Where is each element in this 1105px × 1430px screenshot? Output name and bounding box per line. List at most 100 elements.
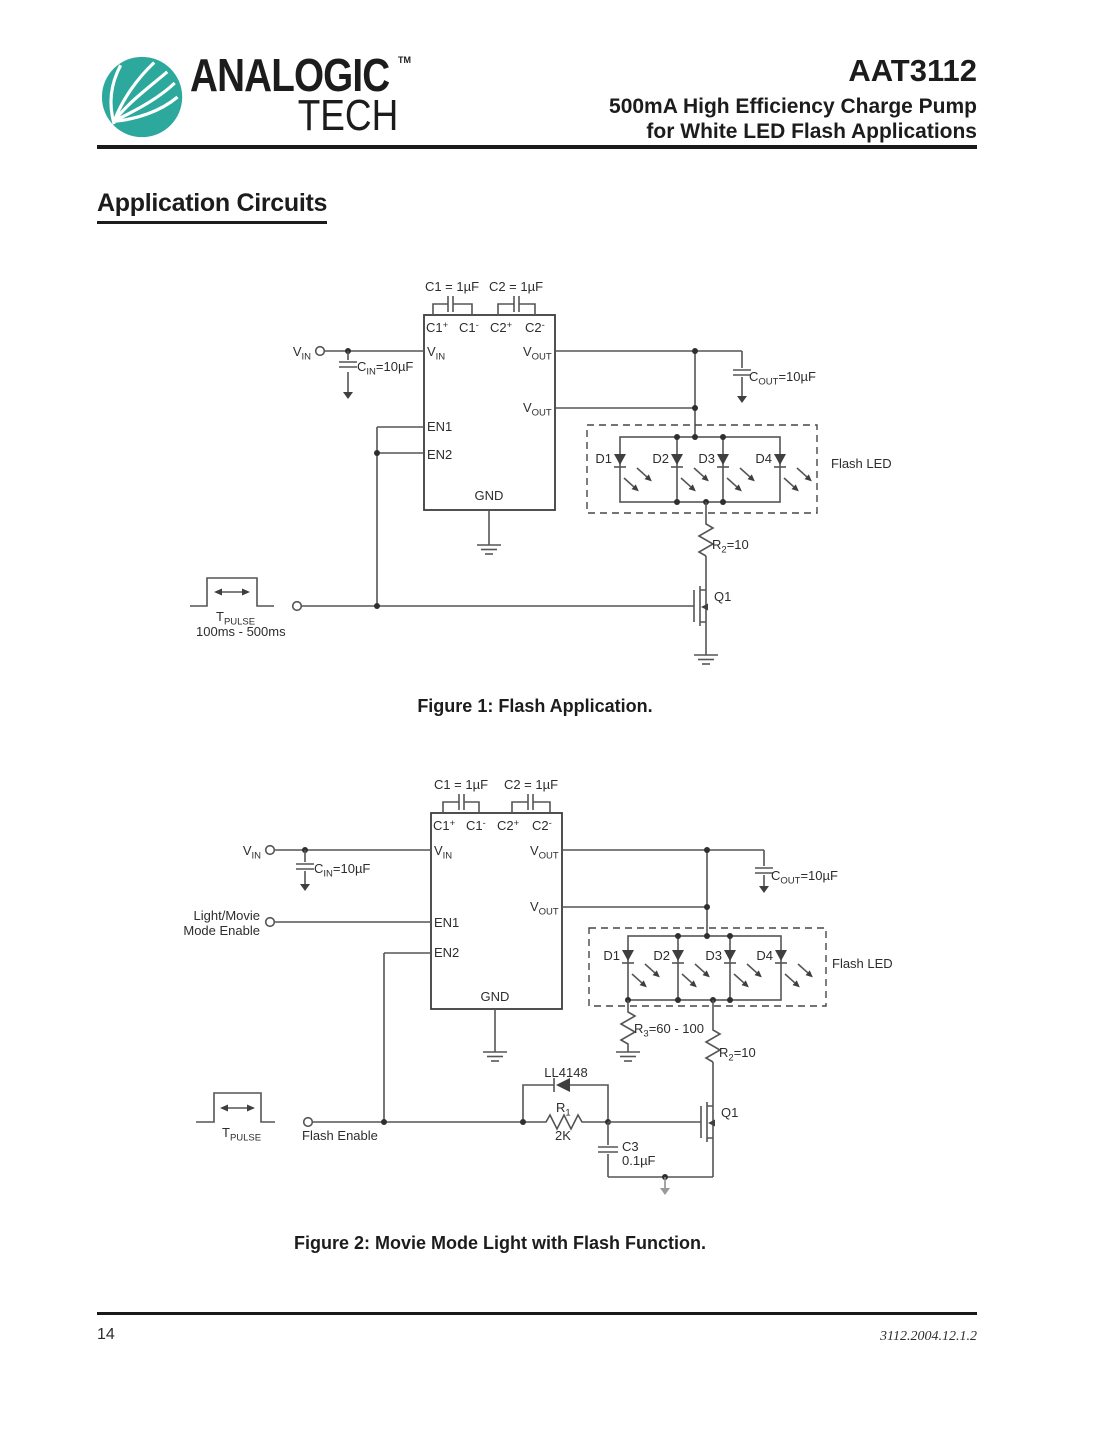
fig1-capacitor-c1: C1 = 1µF — [425, 279, 479, 315]
fig2-c2-label: C2 = 1µF — [504, 777, 558, 792]
fig2-mode-enable-label1: Light/Movie — [194, 908, 260, 923]
fig2-d4-label: D4 — [756, 948, 773, 963]
fig2-d1-label: D1 — [603, 948, 620, 963]
fig2-led-d2: D2 — [653, 948, 712, 990]
fig1-led-array: D1 D2 D3 D4 Flash LED — [586, 424, 892, 514]
part-number: AAT3112 — [848, 53, 977, 88]
fig2-r1-label: R1 — [556, 1100, 571, 1119]
fig2-resistor-r3: R3=60 - 100 — [615, 1000, 704, 1062]
fig1-resistor-r2: R2=10 — [697, 502, 749, 557]
doc-title-line2: for White LED Flash Applications — [646, 120, 977, 143]
fig2-pin-c2n: C2- — [532, 818, 552, 833]
fig2-vin-terminal — [264, 844, 276, 856]
footer-rule — [97, 1312, 977, 1315]
fig1-pin-en2: EN2 — [427, 447, 452, 462]
fig1-pulse-waveform: TPULSE 100ms - 500ms — [190, 577, 286, 639]
fig2-pin-gnd: GND — [481, 989, 510, 1004]
fig1-q1-label: Q1 — [714, 589, 731, 604]
fig1-flash-led-label: Flash LED — [831, 456, 892, 471]
fig2-diode-ll4148: LL4148 — [522, 1065, 609, 1122]
section-title: Application Circuits — [97, 189, 327, 224]
fig1-pulse-range-label: 100ms - 500ms — [196, 624, 286, 639]
fig2-flash-enable-terminal — [302, 1116, 314, 1128]
fig1-pulse-terminal — [291, 600, 303, 612]
fig1-ic-block: C1+ C1- C2+ C2- VIN VOUT VOUT EN1 EN2 GN… — [423, 314, 556, 511]
header-rule — [97, 145, 977, 149]
fig2-gnd-wiring — [482, 1009, 508, 1062]
fig2-resistor-r2: R2=10 — [704, 1000, 756, 1064]
fig2-capacitor-c1: C1 = 1µF — [434, 777, 488, 813]
fig2-pin-en2: EN2 — [434, 945, 459, 960]
fig2-pin-c1p: C1+ — [433, 818, 456, 833]
fig1-vout-wiring: COUT=10µF — [555, 348, 816, 437]
fig1-tpulse-label: TPULSE — [216, 609, 255, 628]
figure1-caption: Figure 1: Flash Application. — [417, 696, 653, 716]
fig1-pin-c2n: C2- — [525, 320, 545, 335]
fig2-led-d1: D1 — [603, 948, 662, 990]
fig1-d2-label: D2 — [652, 451, 669, 466]
figure1-schematic: C1+ C1- C2+ C2- VIN VOUT VOUT EN1 EN2 GN… — [190, 279, 892, 665]
fig2-capacitor-c2: C2 = 1µF — [504, 777, 558, 813]
fig1-pin-vout1: VOUT — [523, 344, 552, 363]
fig1-d1-label: D1 — [595, 451, 612, 466]
fig2-tpulse-label: TPULSE — [222, 1125, 261, 1144]
fig1-pin-gnd: GND — [475, 488, 504, 503]
fig2-mode-enable-label2: Mode Enable — [183, 923, 260, 938]
company-logo-icon — [101, 56, 183, 138]
fig2-cin-label: CIN=10µF — [314, 861, 370, 880]
fig1-gnd-wiring — [476, 510, 502, 555]
brand-wordmark: ANALOGIC TECH — [190, 49, 398, 138]
fig2-flash-enable-wiring: Flash Enable — [302, 952, 523, 1143]
fig2-cout-label: COUT=10µF — [771, 868, 838, 887]
fig2-pin-c1n: C1- — [466, 818, 486, 833]
fig2-r2-label: R2=10 — [719, 1045, 756, 1064]
fig1-pin-en1: EN1 — [427, 419, 452, 434]
fig2-flash-led-label: Flash LED — [832, 956, 893, 971]
fig2-mode-enable-terminal — [264, 916, 276, 928]
fig2-d3-label: D3 — [705, 948, 722, 963]
fig2-pin-vout1: VOUT — [530, 843, 559, 862]
fig1-vin-terminal — [314, 345, 326, 357]
fig2-led-d3: D3 — [705, 948, 764, 990]
doc-title-line1: 500mA High Efficiency Charge Pump — [609, 95, 977, 118]
fig2-q1-label: Q1 — [721, 1105, 738, 1120]
fig1-pin-vin: VIN — [427, 344, 445, 363]
fig2-c1-label: C1 = 1µF — [434, 777, 488, 792]
fig1-pin-vout2: VOUT — [523, 400, 552, 419]
page-number: 14 — [97, 1326, 115, 1343]
fig2-resistor-r1: R1 2K — [520, 1100, 611, 1143]
trademark-symbol: TM — [398, 55, 411, 65]
fig2-capacitor-c3: C3 0.1µF — [598, 1122, 656, 1177]
fig2-pin-c2p: C2+ — [497, 818, 520, 833]
fig1-c2-label: C2 = 1µF — [489, 279, 543, 294]
fig2-mosfet-q1: Q1 — [608, 1062, 738, 1195]
fig1-vin-label: VIN — [293, 344, 311, 363]
figure2-schematic: C1+ C1- C2+ C2- VIN VOUT VOUT EN1 EN2 GN… — [183, 777, 893, 1195]
fig2-vin-input: VIN CIN=10µF — [243, 843, 431, 891]
fig2-pin-vin: VIN — [434, 843, 452, 862]
fig2-c3-value: 0.1µF — [622, 1153, 656, 1168]
fig1-pin-c2p: C2+ — [490, 320, 513, 335]
fig2-r3-label: R3=60 - 100 — [634, 1021, 704, 1040]
fig1-pin-c1p: C1+ — [426, 320, 449, 335]
fig2-ll4148-label: LL4148 — [544, 1065, 587, 1080]
fig2-c3-ref: C3 — [622, 1139, 639, 1154]
fig1-capacitor-c2: C2 = 1µF — [489, 279, 543, 315]
fig1-mosfet-q1: Q1 — [693, 556, 731, 665]
fig1-pin-c1n: C1- — [459, 320, 479, 335]
fig1-led-d1: D1 — [595, 451, 654, 494]
fig2-mode-enable-input: Light/Movie Mode Enable — [183, 908, 431, 938]
fig1-enable-wiring — [291, 426, 694, 612]
fig1-r2-label: R2=10 — [712, 537, 749, 556]
brand-top-text: ANALOGIC — [190, 49, 390, 101]
fig2-led-array: D1 D2 D3 D4 Flash LED — [588, 927, 893, 1007]
fig1-vin-input: VIN CIN=10µF — [293, 344, 424, 399]
fig1-cout-label: COUT=10µF — [749, 369, 816, 388]
fig2-pin-en1: EN1 — [434, 915, 459, 930]
fig2-d2-label: D2 — [653, 948, 670, 963]
fig1-led-d2: D2 — [652, 451, 711, 494]
fig2-r1-value: 2K — [555, 1128, 571, 1143]
fig1-led-d3: D3 — [698, 451, 757, 494]
fig2-pulse-waveform: TPULSE — [196, 1092, 275, 1144]
